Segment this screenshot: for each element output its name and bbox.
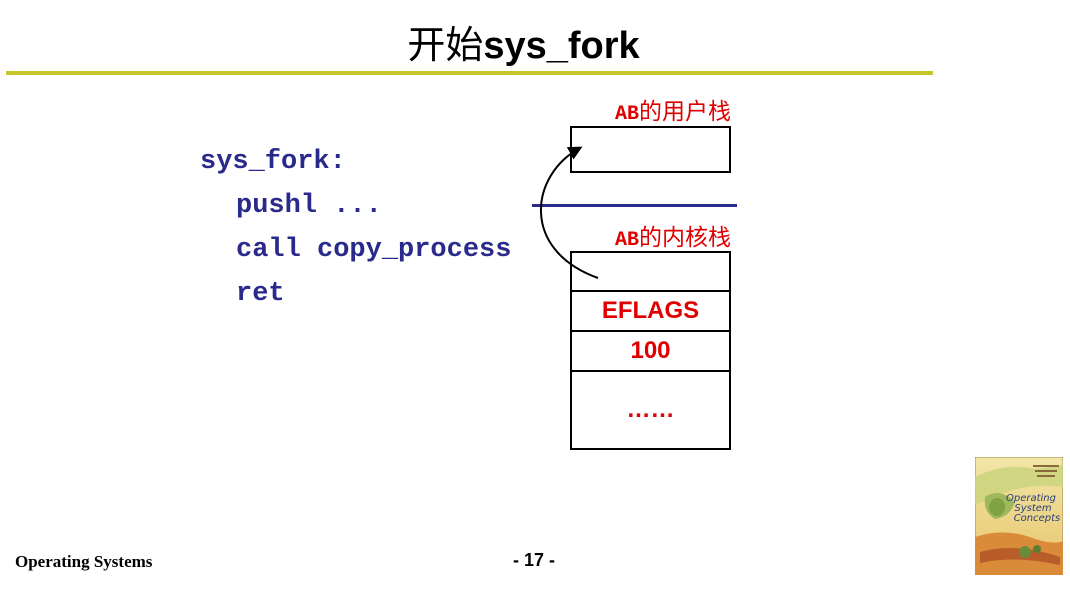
kernel-stack-label: AB的内核栈: [615, 218, 731, 252]
code-line-2: pushl ...: [236, 191, 382, 221]
slide-title: 开始sys_fork: [0, 14, 1047, 69]
page-number: - 17 -: [513, 550, 556, 570]
title-underline: [6, 71, 933, 75]
book-title-line-2: System: [1014, 503, 1052, 514]
kernel-stack-cell-eflags: EFLAGS: [570, 290, 731, 332]
code-line-4: ret: [236, 279, 285, 309]
user-stack-label: AB的用户栈: [615, 92, 731, 126]
book-title-line-3: Concepts: [1014, 513, 1061, 524]
footer-course: Operating Systems: [15, 552, 153, 571]
book-title-line-1: Operating: [1006, 493, 1056, 504]
kernel-stack-cell-ellipsis: ……: [570, 370, 731, 450]
title-prefix: 开始: [407, 23, 484, 67]
kernel-stack-label-text: 的内核栈: [639, 225, 732, 251]
kernel-stack-label-ab: AB: [615, 229, 640, 252]
code-line-3: call copy_process: [236, 235, 512, 265]
code-line-1: sys_fork:: [200, 147, 346, 177]
user-stack-label-ab: AB: [615, 103, 640, 126]
user-stack-label-text: 的用户栈: [639, 99, 732, 125]
book-cover-image: Operating System Concepts: [975, 457, 1063, 575]
title-main: sys_fork: [483, 25, 640, 67]
user-kernel-separator: [532, 204, 737, 207]
user-stack-box: [570, 126, 731, 173]
